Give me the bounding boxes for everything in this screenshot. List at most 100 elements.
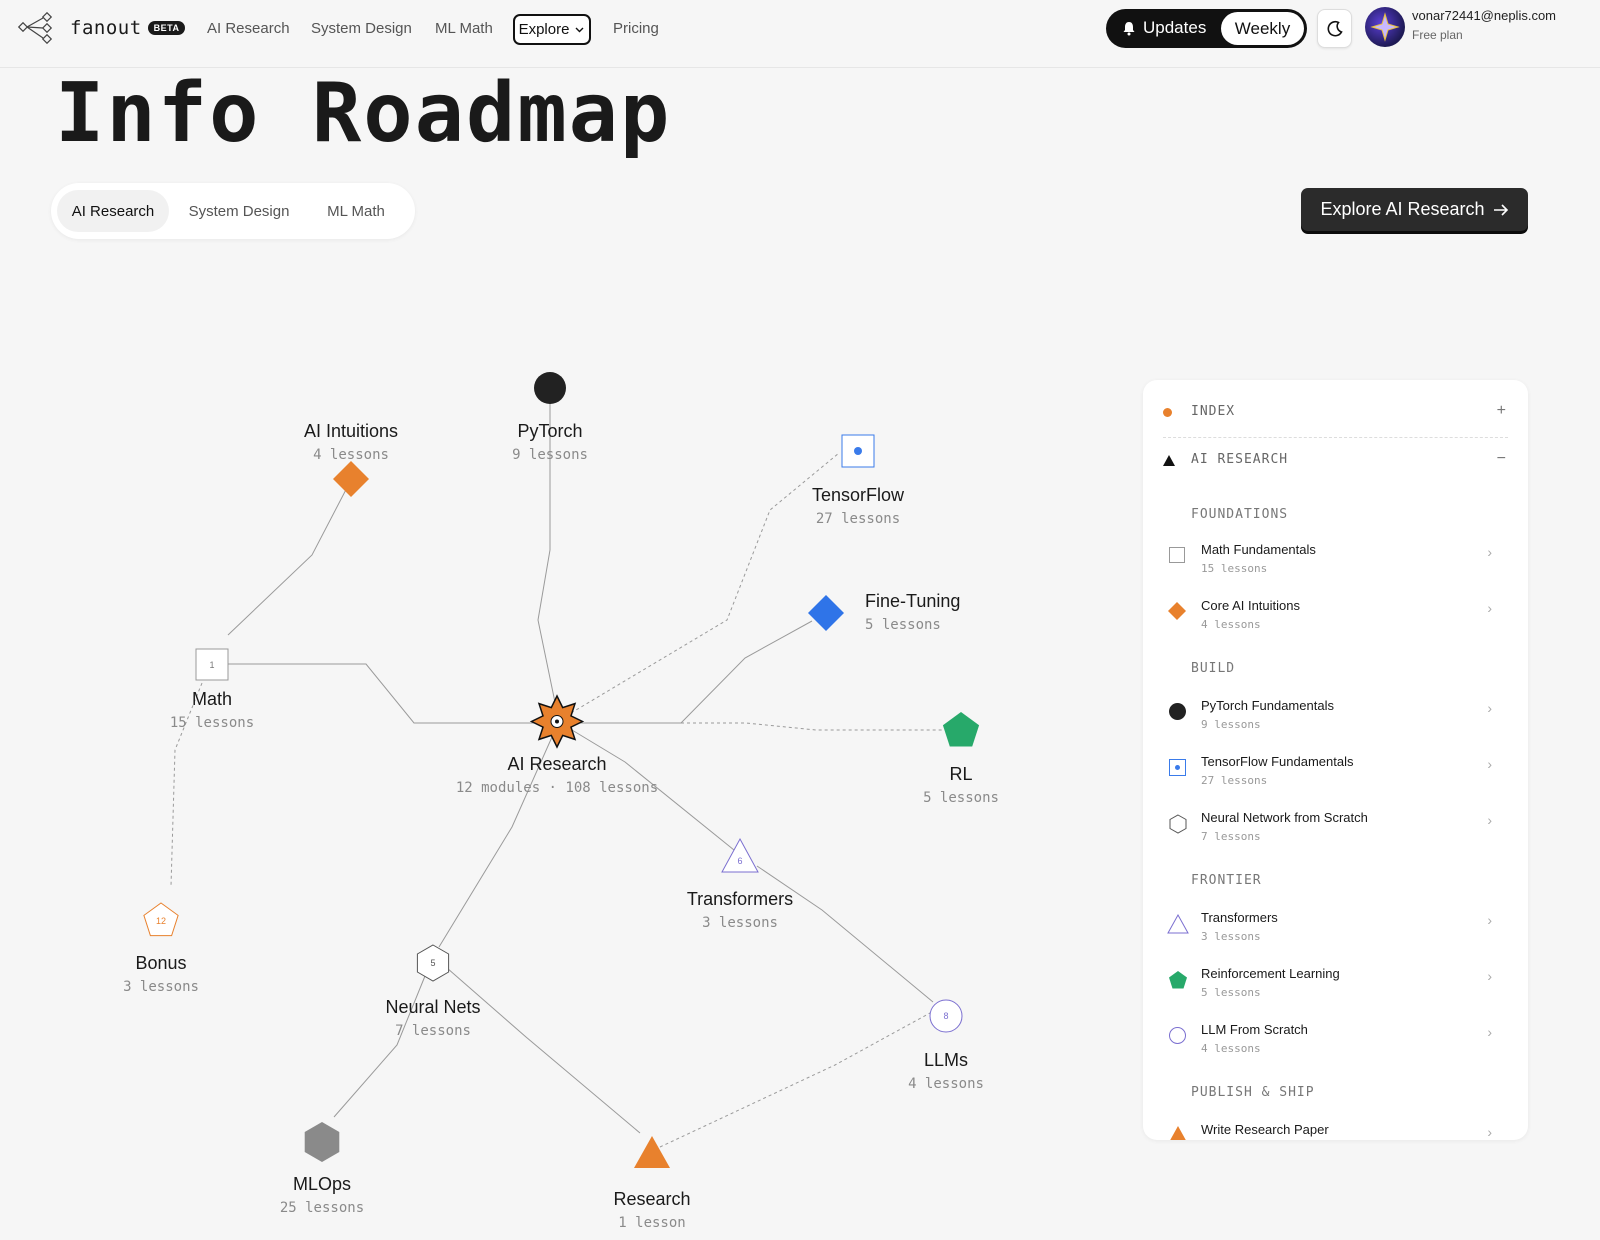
pytorch-circle-icon — [534, 372, 566, 404]
green-pentagon-icon — [1169, 971, 1187, 989]
fine-tuning-diamond-icon — [808, 595, 844, 631]
index-item-title: Write Research Paper — [1201, 1122, 1329, 1137]
edge-math-ai-research — [228, 663, 557, 724]
chevron-right-icon: › — [1487, 912, 1492, 928]
index-item[interactable]: Core AI Intuitions 4 lessons › — [1143, 596, 1528, 638]
nav-link-ml-math[interactable]: ML Math — [435, 20, 493, 37]
chevron-right-icon: › — [1487, 968, 1492, 984]
node-tensorflow[interactable]: TensorFlow 27 lessons — [812, 434, 905, 527]
updates-option[interactable]: Updates — [1122, 18, 1206, 38]
neural-nets-hexagon-outline-icon — [416, 944, 450, 982]
tab-ml-math[interactable]: ML Math — [327, 202, 385, 220]
node-sub-neural-nets: 7 lessons — [395, 1023, 471, 1039]
node-neural-nets[interactable]: 5 Neural Nets 7 lessons — [385, 944, 481, 1039]
collapse-icon[interactable]: − — [1496, 450, 1506, 467]
node-fine-tuning[interactable]: Fine-Tuning 5 lessons — [808, 591, 960, 633]
ai-research-section-header[interactable]: AI RESEARCH − — [1143, 450, 1528, 474]
chevron-down-icon — [575, 27, 584, 33]
node-sub-llms: 4 lessons — [908, 1076, 984, 1092]
logo-text: fanout — [70, 17, 142, 39]
index-title: INDEX — [1191, 404, 1236, 419]
square-outline-icon — [1169, 547, 1185, 563]
triangle-outline-icon — [1167, 914, 1189, 934]
node-math[interactable]: 1 Math 15 lessons — [170, 648, 254, 731]
node-transformers[interactable]: 6 Transformers 3 lessons — [687, 837, 793, 931]
node-label-rl: RL — [949, 764, 972, 784]
index-item[interactable]: Neural Network from Scratch 7 lessons › — [1143, 808, 1528, 850]
node-label-bonus: Bonus — [135, 953, 186, 973]
nav-link-ai-research[interactable]: AI Research — [207, 20, 290, 37]
tab-system-design[interactable]: System Design — [188, 202, 290, 220]
theme-toggle-button[interactable] — [1317, 9, 1352, 48]
tab-ai-research[interactable]: AI Research — [57, 190, 169, 232]
ai-intuitions-diamond-icon — [333, 461, 369, 497]
node-bonus[interactable]: 12 Bonus 3 lessons — [123, 902, 199, 995]
node-rl[interactable]: RL 5 lessons — [923, 712, 999, 806]
node-research[interactable]: Research 1 lesson — [613, 1136, 691, 1231]
chevron-right-icon: › — [1487, 544, 1492, 560]
node-pytorch[interactable]: PyTorch 9 lessons — [512, 372, 588, 463]
node-label-mlops: MLOps — [293, 1174, 351, 1194]
node-ai-research[interactable]: AI Research 12 modules · 108 lessons — [456, 694, 658, 796]
node-sub-bonus: 3 lessons — [123, 979, 199, 995]
chevron-right-icon: › — [1487, 600, 1492, 616]
index-item[interactable]: Math Fundamentals 15 lessons › — [1143, 540, 1528, 582]
node-sub-rl: 5 lessons — [923, 790, 999, 806]
index-item[interactable]: PyTorch Fundamentals 9 lessons › — [1143, 696, 1528, 738]
index-item-sub: 3 lessons — [1201, 930, 1261, 943]
llms-node-number: 8 — [943, 1011, 948, 1021]
updates-toggle[interactable]: Updates Weekly — [1106, 9, 1307, 48]
ai-research-center-core — [555, 719, 559, 724]
bell-icon — [1123, 21, 1135, 35]
nav-link-system-design[interactable]: System Design — [311, 20, 412, 37]
explore-ai-research-button[interactable]: Explore AI Research — [1301, 188, 1528, 231]
roadmap-tabs: AI Research System Design ML Math — [51, 183, 415, 239]
node-label-research: Research — [613, 1189, 690, 1209]
sparkle-icon — [1370, 12, 1400, 42]
orange-dot-icon — [1163, 408, 1172, 417]
top-nav: fanout BETA AI Research System Design ML… — [0, 0, 1600, 68]
node-label-neural-nets: Neural Nets — [385, 997, 480, 1017]
index-item-sub: 9 lessons — [1201, 718, 1261, 731]
weekly-option[interactable]: Weekly — [1221, 12, 1304, 45]
group-build: BUILD — [1191, 661, 1236, 676]
expand-icon[interactable]: + — [1496, 402, 1506, 419]
index-item[interactable]: Reinforcement Learning 5 lessons › — [1143, 964, 1528, 1006]
nav-link-pricing[interactable]: Pricing — [613, 20, 659, 37]
node-sub-mlops: 25 lessons — [280, 1200, 364, 1216]
index-item-title: Math Fundamentals — [1201, 542, 1316, 557]
index-item-title: Core AI Intuitions — [1201, 598, 1300, 613]
node-sub-fine-tuning: 5 lessons — [865, 617, 941, 633]
node-ai-intuitions[interactable]: AI Intuitions 4 lessons — [304, 421, 398, 497]
edge-pytorch — [537, 388, 558, 713]
avatar[interactable] — [1365, 7, 1405, 47]
index-item-title: Neural Network from Scratch — [1201, 810, 1368, 825]
mlops-hexagon-icon — [304, 1122, 340, 1162]
node-sub-tensorflow: 27 lessons — [816, 511, 900, 527]
edge-neural-nets-research — [446, 967, 641, 1134]
index-item[interactable]: LLM From Scratch 4 lessons › — [1143, 1020, 1528, 1062]
circle-outline-icon — [1169, 1027, 1186, 1044]
llms-circle-outline-icon — [929, 999, 963, 1033]
index-item[interactable]: Transformers 3 lessons › — [1143, 908, 1528, 950]
node-label-transformers: Transformers — [687, 889, 793, 909]
node-sub-pytorch: 9 lessons — [512, 447, 588, 463]
node-label-ai-research: AI Research — [507, 754, 606, 774]
orange-diamond-icon — [1168, 602, 1186, 620]
node-label-math: Math — [192, 689, 232, 709]
index-item[interactable]: Write Research Paper › — [1143, 1120, 1528, 1140]
node-mlops[interactable]: MLOps 25 lessons — [280, 1122, 364, 1216]
graph-edges — [170, 388, 943, 1148]
index-item-title: Transformers — [1201, 910, 1278, 925]
logo[interactable]: fanout BETA — [18, 12, 186, 44]
node-label-fine-tuning: Fine-Tuning — [865, 591, 960, 611]
section-title: AI RESEARCH — [1191, 452, 1289, 467]
explore-label: Explore — [518, 21, 570, 38]
explore-dropdown[interactable]: Explore — [513, 14, 591, 45]
index-item[interactable]: TensorFlow Fundamentals 27 lessons › — [1143, 752, 1528, 794]
chevron-right-icon: › — [1487, 1024, 1492, 1040]
blue-dot — [1175, 765, 1180, 770]
index-header[interactable]: INDEX + — [1143, 402, 1528, 426]
node-llms[interactable]: 8 LLMs 4 lessons — [908, 999, 984, 1092]
edge-rl — [681, 722, 943, 731]
